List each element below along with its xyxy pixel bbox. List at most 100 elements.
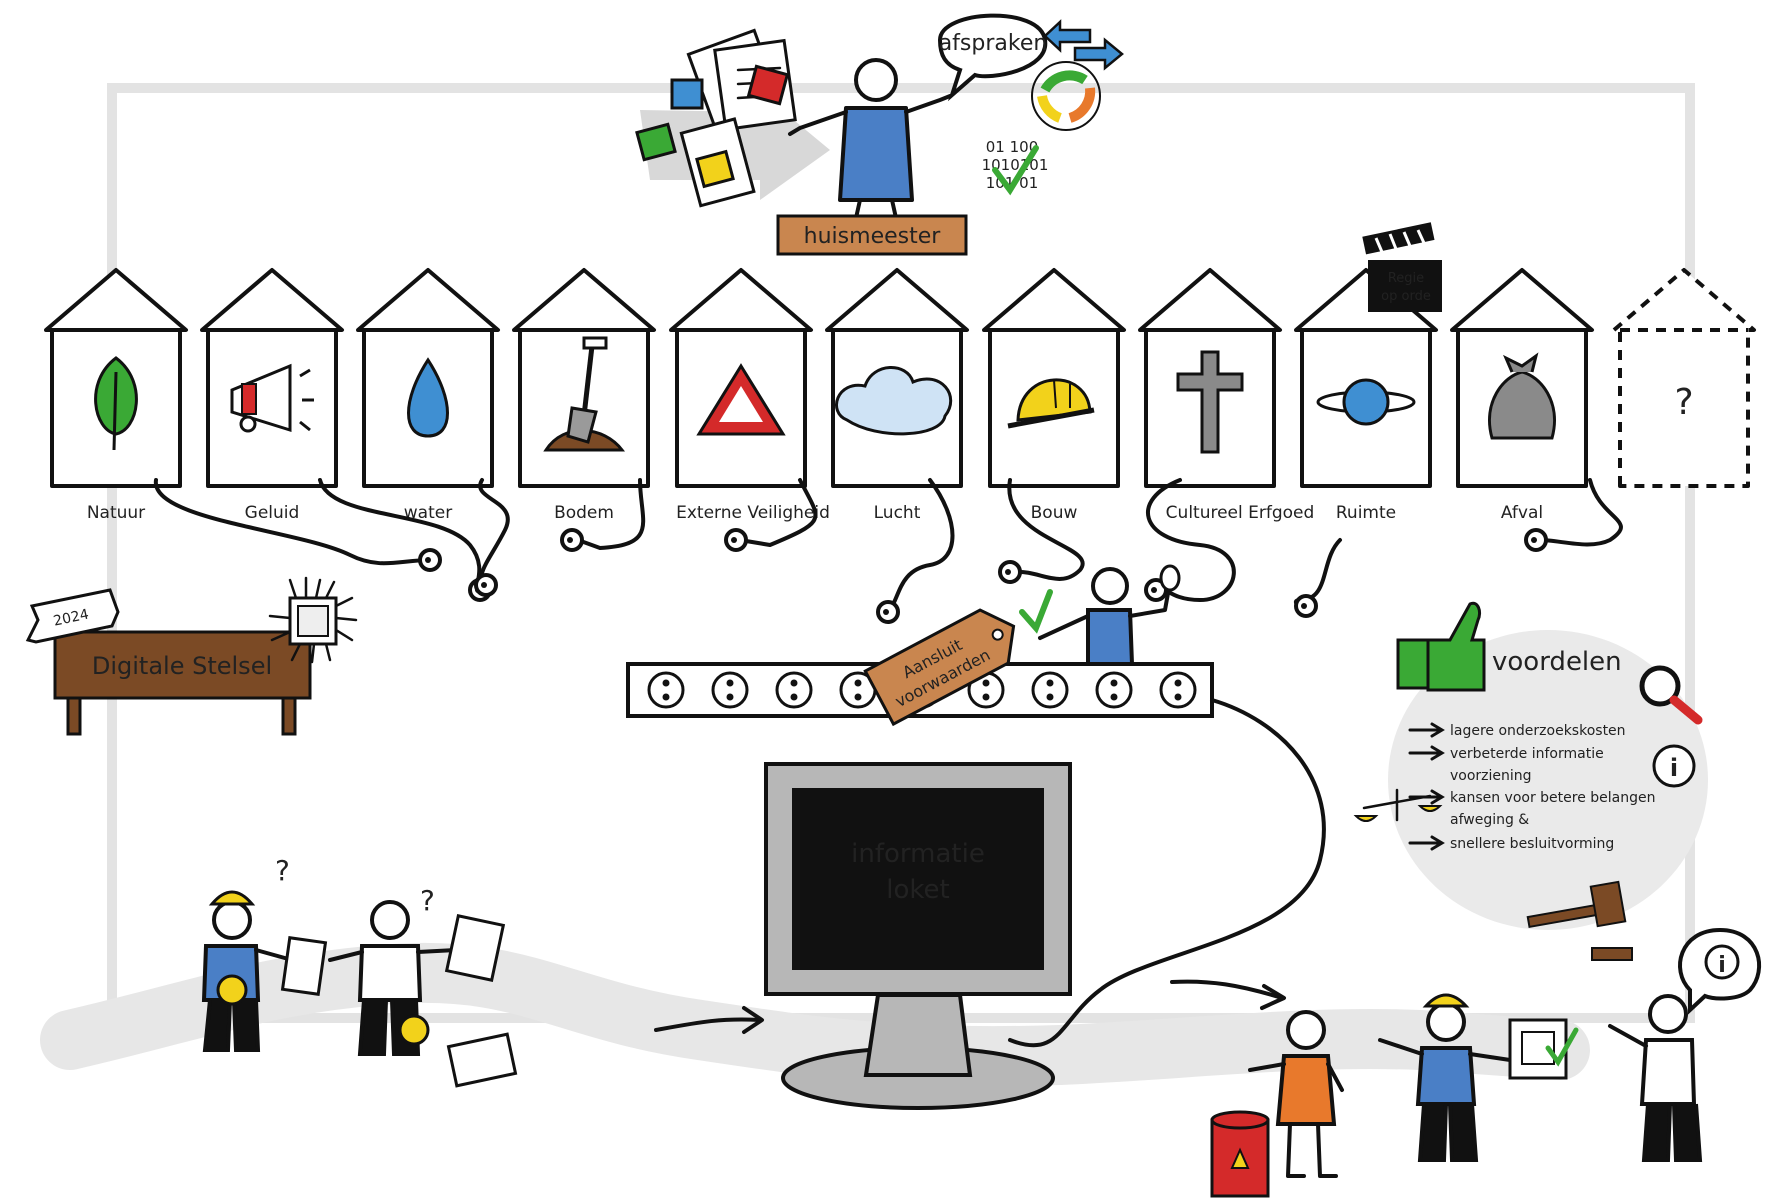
speech-bubble <box>937 13 1048 102</box>
svg-text:i: i <box>1670 754 1678 782</box>
trash-bag-icon <box>1488 352 1556 440</box>
megaphone-icon <box>230 363 314 433</box>
clapperboard-icon: Regie op orde <box>1362 222 1442 312</box>
digitale-stelsel-sign: Digitale Stelsel 2024 <box>25 576 358 736</box>
stelsel-label: Digitale Stelsel <box>92 652 272 680</box>
voordelen-item: verbeterde informatie <box>1408 745 1604 762</box>
svg-text:voorziening: voorziening <box>1450 768 1532 784</box>
svg-text:afweging &: afweging & <box>1450 812 1529 828</box>
exchange-arrows-icon <box>1043 19 1124 71</box>
aansluitvoorwaarden-tag: Aansluit voorwaarden <box>863 608 1016 727</box>
house-cultureel-erfgoed: Cultureel Erfgoed <box>1138 268 1315 523</box>
house-label: water <box>404 503 452 523</box>
planet-icon <box>1316 378 1416 426</box>
socket <box>775 671 813 709</box>
house-label: Afval <box>1501 503 1543 523</box>
leaf-icon <box>94 356 138 451</box>
plugs <box>418 528 1548 624</box>
socket <box>711 671 749 709</box>
puzzle-green-icon <box>635 122 677 162</box>
voordelen-item: lagere onderzoekskosten <box>1408 722 1626 739</box>
socket <box>1159 671 1197 709</box>
house-afval: Afval <box>1450 268 1594 523</box>
voordelen-item: snellere besluitvorming <box>1408 835 1614 852</box>
year-banner <box>25 588 120 644</box>
info-icon: i <box>1652 744 1696 788</box>
socket <box>647 671 685 709</box>
svg-text:01 100: 01 100 <box>986 138 1039 156</box>
house-water: water <box>356 268 500 523</box>
plug-icon <box>560 528 584 552</box>
house-bouw: Bouw <box>982 268 1126 523</box>
house-label: Geluid <box>245 503 300 523</box>
house-bodem: Bodem <box>512 268 656 523</box>
huismeester-group: huismeester afspraken 01 100 1010101 101… <box>635 13 1124 256</box>
connecting-worker-figure <box>1019 564 1181 666</box>
cloud-icon <box>835 366 953 436</box>
hard-hat-icon <box>1007 378 1095 429</box>
shovel-icon <box>543 336 626 452</box>
confused-people-group: ? ? <box>201 854 518 1088</box>
house-question-text: ? <box>1674 382 1693 423</box>
plug-icon <box>1294 594 1318 618</box>
speech-text: afspraken <box>939 31 1048 56</box>
cables <box>153 478 1623 612</box>
monitor-line1: informatie <box>851 839 985 869</box>
svg-text:2024: 2024 <box>52 607 90 630</box>
plug-icon <box>724 528 748 552</box>
magnifier-icon <box>1639 665 1703 725</box>
cross-icon <box>1176 350 1244 454</box>
plug-icon <box>1524 528 1548 552</box>
cycle-arrows-icon <box>1031 61 1101 131</box>
huismeester-label: huismeester <box>804 224 942 249</box>
strip-cable <box>1008 698 1326 1048</box>
water-drop-icon <box>407 357 449 438</box>
chip-icon <box>268 576 358 664</box>
monitor-line2: loket <box>886 875 949 905</box>
house-label: Lucht <box>874 503 921 523</box>
house-label: Cultureel Erfgoed <box>1166 503 1315 523</box>
binary-code: 01 100 1010101 101 01 <box>982 138 1049 196</box>
informatie-loket-monitor: informatie loket <box>764 762 1072 1110</box>
plug-icon <box>998 560 1022 584</box>
svg-text:op orde: op orde <box>1381 289 1431 304</box>
houses-row: Natuur Geluid water Bodem Externe Veiligheid… <box>44 268 1756 523</box>
svg-text:1010101: 1010101 <box>982 156 1049 174</box>
gavel-icon <box>1526 880 1633 961</box>
svg-text:i: i <box>1718 953 1726 978</box>
voordelen-item: voorziening <box>1450 768 1532 784</box>
plug-icon <box>876 600 900 624</box>
house-geluid: Geluid <box>200 268 344 523</box>
huismeester-sign <box>776 214 968 256</box>
house-label: Externe Veiligheid <box>676 503 830 523</box>
flow-arrows <box>654 979 1286 1034</box>
house-externe-veiligheid: Externe Veiligheid <box>669 268 830 523</box>
voordelen-title: voordelen <box>1492 647 1622 677</box>
house-label: Bodem <box>554 503 614 523</box>
rapport-icon <box>679 117 756 208</box>
green-check-icon <box>1019 589 1053 634</box>
svg-text:verbeterde informatie: verbeterde informatie <box>1450 746 1604 762</box>
socket <box>1031 671 1069 709</box>
svg-text:snellere besluitvorming: snellere besluitvorming <box>1450 836 1614 852</box>
house-label: Natuur <box>87 503 145 523</box>
house-label: Ruimte <box>1336 503 1396 523</box>
plug-icon <box>474 573 498 597</box>
svg-text:Regie: Regie <box>1388 271 1424 286</box>
house-label: Bouw <box>1031 503 1078 523</box>
voordelen-item: afweging & <box>1450 812 1529 828</box>
voordelen-panel: voordelen i lagere onderzoekskosten verbe… <box>1353 601 1708 961</box>
house-natuur: Natuur <box>44 268 188 523</box>
svg-text:lagere onderzoekskosten: lagere onderzoekskosten <box>1450 723 1626 739</box>
plug-icon <box>418 548 442 572</box>
svg-text:?: ? <box>275 854 290 887</box>
svg-text:kansen voor betere belangen: kansen voor betere belangen <box>1450 790 1656 806</box>
svg-text:?: ? <box>420 884 435 917</box>
house-unknown: ? <box>1612 268 1756 488</box>
satisfied-people-group: i <box>1210 927 1762 1198</box>
house-lucht: Lucht <box>825 268 969 523</box>
question-mark-icon: ? <box>1674 382 1693 423</box>
socket <box>1095 671 1133 709</box>
documents-icon <box>686 28 797 132</box>
warning-triangle-icon <box>696 363 786 436</box>
